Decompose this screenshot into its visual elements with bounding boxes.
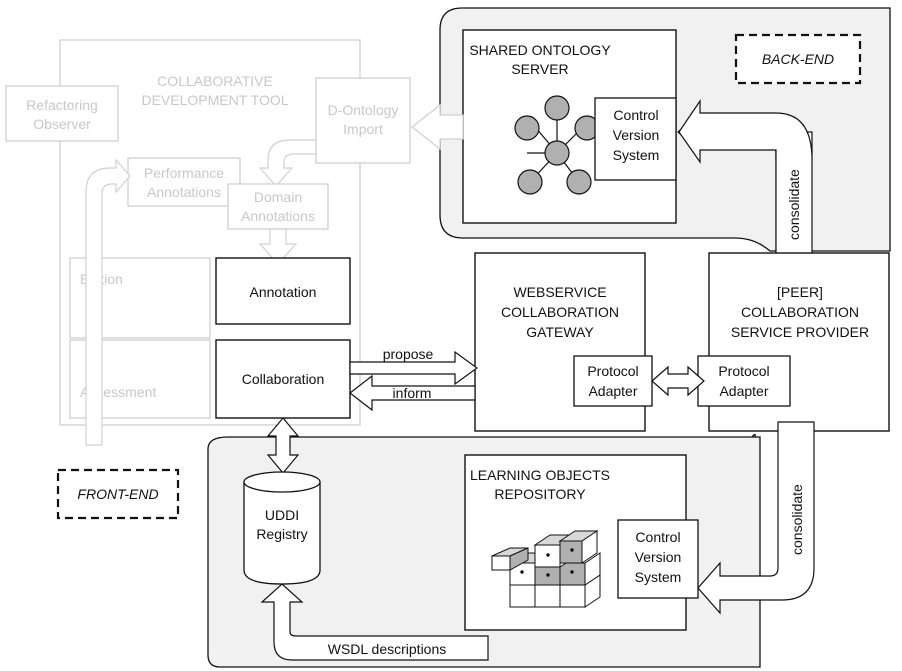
peer-collaboration-service-provider: [PEER] COLLABORATION SERVICE PROVIDER Pr…	[697, 252, 890, 432]
gateway-title-line1: WEBSERVICE	[513, 284, 606, 300]
back-end-label: BACK-END	[734, 33, 862, 85]
uddi-line2: Registry	[256, 526, 307, 542]
cvs-top-line3: System	[613, 147, 660, 163]
shared-ontology-title-line1: SHARED ONTOLOGY	[469, 42, 611, 58]
consolidate-top-text: consolidate	[786, 169, 802, 240]
domain-annotations-line1: Domain	[254, 189, 302, 205]
peer-protocol-adapter-box	[697, 355, 791, 407]
propose-label: propose	[383, 346, 434, 362]
front-end-text: FRONT-END	[77, 486, 158, 502]
performance-annotations-line2: Annotations	[147, 184, 221, 200]
peer-protocol-adapter-line2: Adapter	[719, 383, 768, 399]
collaboration-component: Collaboration	[215, 339, 351, 419]
wsdl-descriptions-arrow: WSDL descriptions	[260, 583, 489, 661]
consolidate-bottom-text: consolidate	[789, 484, 805, 555]
performance-annotations-box	[127, 157, 241, 207]
learning-objects-boxes-icon	[491, 530, 601, 608]
performance-annotations-line1: Performance	[144, 165, 224, 181]
annotation-component: Annotation	[215, 257, 351, 325]
repository-title-line1: LEARNING OBJECTS	[470, 467, 610, 483]
control-version-system-top-box	[594, 97, 677, 181]
collaborative-development-tool: COLLABORATIVE DEVELOPMENT TOOL Refactori…	[5, 39, 411, 446]
cvs-bottom-line2: Version	[635, 549, 682, 565]
control-version-system-bottom-box	[617, 519, 699, 599]
peer-title-line3: SERVICE PROVIDER	[731, 324, 869, 340]
inform-arrow: inform	[349, 374, 476, 412]
domain-to-annotation-arrow	[258, 228, 298, 265]
domain-annotations-box	[227, 183, 329, 230]
refactoring-observer-line1: Refactoring	[26, 97, 98, 113]
cvs-top-line2: Version	[613, 127, 660, 143]
wsdl-descriptions-label: WSDL descriptions	[328, 641, 447, 657]
tool-title-line2: DEVELOPMENT TOOL	[141, 92, 288, 108]
peer-title-line2: COLLABORATION	[741, 304, 859, 320]
import-to-domain-arrow	[258, 139, 317, 187]
gateway-protocol-adapter-line2: Adapter	[588, 383, 637, 399]
d-ontology-import-line1: D-Ontology	[328, 102, 399, 118]
refactoring-observer-box	[5, 85, 119, 142]
tool-title-line1: COLLABORATIVE	[157, 73, 273, 89]
uddi-registry: UDDI Registry	[243, 471, 321, 585]
cvs-top-line1: Control	[613, 107, 658, 123]
repository-title-line2: REPOSITORY	[494, 486, 586, 502]
shared-ontology-title-line2: SERVER	[511, 61, 568, 77]
ontology-network-icon	[514, 95, 600, 195]
d-ontology-import-box	[315, 77, 411, 164]
collaboration-label: Collaboration	[242, 371, 325, 387]
assessment-feedback-arrow	[85, 158, 131, 446]
gateway-title-line3: GATEWAY	[526, 324, 594, 340]
peer-protocol-adapter-line1: Protocol	[718, 363, 769, 379]
gateway-protocol-adapter-line1: Protocol	[587, 363, 638, 379]
propose-arrow: propose	[349, 346, 479, 386]
d-ontology-import-line2: Import	[343, 121, 383, 137]
gateway-title-line2: COLLABORATION	[501, 304, 619, 320]
shared-ontology-server: SHARED ONTOLOGY SERVER Control Version S…	[462, 29, 677, 224]
ontology-to-import-arrow	[411, 103, 464, 151]
peer-title-line1: [PEER]	[777, 284, 823, 300]
back-end-text: BACK-END	[762, 51, 834, 67]
cvs-bottom-line1: Control	[635, 529, 680, 545]
annotation-label: Annotation	[250, 284, 317, 300]
domain-annotations-line2: Annotations	[241, 208, 315, 224]
consolidate-bottom-arrow	[697, 421, 815, 615]
gateway-protocol-adapter-box	[573, 355, 653, 407]
consolidate-top-head	[678, 99, 813, 164]
webservice-collaboration-gateway: WEBSERVICE COLLABORATION GATEWAY Protoco…	[474, 252, 653, 432]
cvs-bottom-line3: System	[635, 569, 682, 585]
inform-label: inform	[393, 385, 432, 401]
learning-objects-repository: LEARNING OBJECTS REPOSITORY	[464, 454, 699, 631]
refactoring-observer-line2: Observer	[33, 116, 91, 132]
adapter-link-arrow	[651, 365, 705, 397]
front-end-label: FRONT-END	[56, 468, 180, 520]
uddi-line1: UDDI	[265, 507, 299, 523]
